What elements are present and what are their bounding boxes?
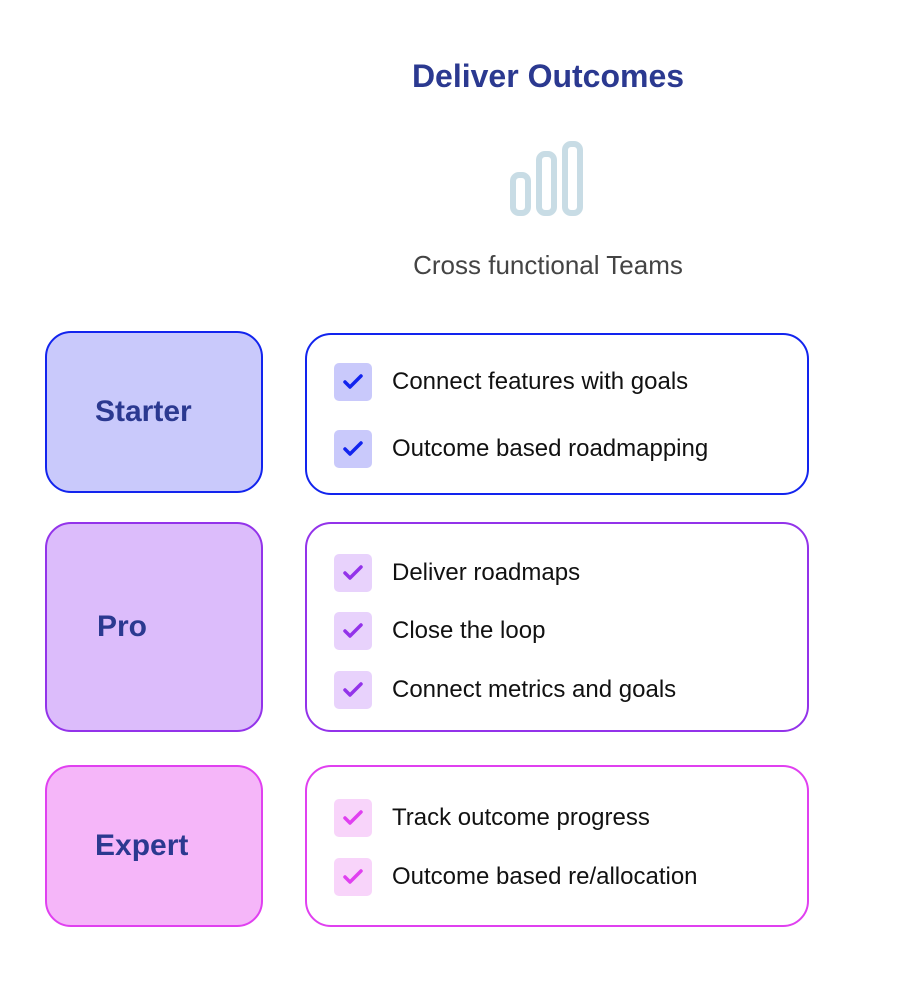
tier-label: Starter bbox=[95, 395, 192, 428]
feature-item: Track outcome progress bbox=[334, 799, 650, 837]
tier-label: Expert bbox=[95, 829, 189, 862]
check-icon bbox=[334, 858, 372, 896]
tier-expert: Expert bbox=[45, 765, 263, 927]
feature-item: Close the loop bbox=[334, 612, 545, 650]
check-icon bbox=[334, 554, 372, 592]
subtitle: Cross functional Teams bbox=[413, 250, 683, 280]
tier-pro: Pro bbox=[45, 522, 263, 732]
feature-label: Outcome based re/allocation bbox=[392, 863, 698, 890]
check-icon bbox=[334, 799, 372, 837]
feature-label: Track outcome progress bbox=[392, 804, 650, 831]
page-title: Deliver Outcomes bbox=[411, 58, 685, 94]
check-icon bbox=[334, 612, 372, 650]
feature-label: Deliver roadmaps bbox=[392, 559, 581, 586]
feature-label: Close the loop bbox=[392, 617, 546, 644]
feature-label: Outcome based roadmapping bbox=[392, 435, 709, 462]
feature-item: Connect features with goals bbox=[334, 363, 688, 401]
feature-item: Outcome based re/allocation bbox=[334, 858, 698, 896]
feature-item: Deliver roadmaps bbox=[334, 554, 580, 592]
check-icon bbox=[334, 671, 372, 709]
feature-item: Outcome based roadmapping bbox=[334, 430, 708, 468]
tier-starter: Starter bbox=[45, 331, 263, 493]
check-icon bbox=[334, 363, 372, 401]
feature-label: Connect features with goals bbox=[392, 368, 689, 395]
feature-label: Connect metrics and goals bbox=[392, 676, 677, 703]
tier-label: Pro bbox=[97, 610, 148, 643]
feature-item: Connect metrics and goals bbox=[334, 671, 676, 709]
bar-chart-icon bbox=[510, 141, 583, 216]
check-icon bbox=[334, 430, 372, 468]
